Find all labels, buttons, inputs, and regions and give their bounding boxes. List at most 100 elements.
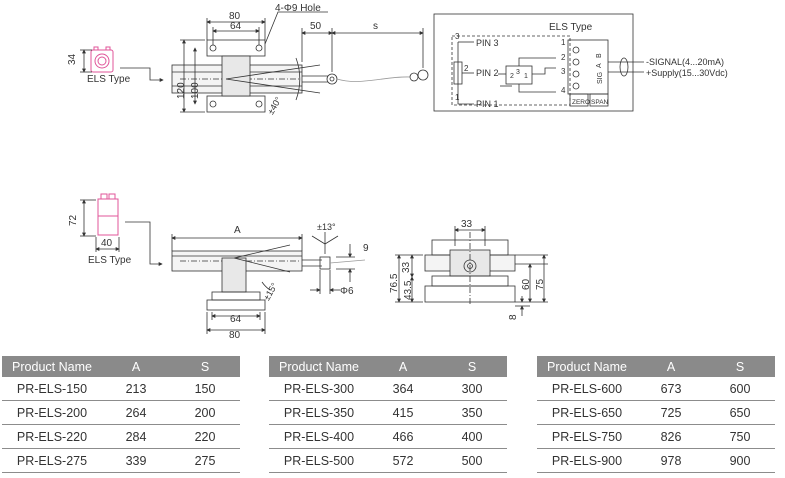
col-a: A xyxy=(102,356,170,377)
dim-43-5: 43.5 xyxy=(403,280,414,300)
cell-a: 284 xyxy=(102,424,170,449)
col-a: A xyxy=(369,356,437,377)
cell-name: PR-ELS-350 xyxy=(269,400,369,425)
dim-50: 50 xyxy=(310,21,322,32)
cell-name: PR-ELS-500 xyxy=(269,448,369,473)
cell-a: 673 xyxy=(637,377,705,401)
col-product-name: Product Name xyxy=(269,356,369,377)
dim-76-5: 76.5 xyxy=(389,273,400,293)
side-view: 72 40 ELS Type A ±15° 64 80 xyxy=(68,193,369,341)
col-s: S xyxy=(705,356,775,377)
cell-name: PR-ELS-200 xyxy=(2,400,102,425)
col-s: S xyxy=(437,356,507,377)
terminal-2: 2 xyxy=(561,53,566,62)
cell-s: 900 xyxy=(705,448,775,473)
cell-name: PR-ELS-650 xyxy=(537,400,637,425)
dim-40-side: 40 xyxy=(101,238,113,249)
cell-name: PR-ELS-400 xyxy=(269,424,369,449)
pin3-label: PIN 3 xyxy=(476,38,499,48)
col-s: S xyxy=(170,356,240,377)
cell-s: 500 xyxy=(437,448,507,473)
supply-label: +Supply(15...30Vdc) xyxy=(646,68,728,78)
cell-a: 213 xyxy=(102,377,170,401)
cell-a: 415 xyxy=(369,400,437,425)
cell-a: 725 xyxy=(637,400,705,425)
dim-33-vert: 33 xyxy=(401,261,412,273)
cell-s: 750 xyxy=(705,424,775,449)
col-product-name: Product Name xyxy=(537,356,637,377)
cell-name: PR-ELS-150 xyxy=(2,377,102,401)
cell-s: 200 xyxy=(170,400,240,425)
table-header: Product Name A S xyxy=(269,356,507,377)
cell-a: 466 xyxy=(369,424,437,449)
cell-name: PR-ELS-300 xyxy=(269,377,369,401)
chip-pin-2: 2 xyxy=(510,73,514,80)
terminal-3: 3 xyxy=(561,67,566,76)
cell-name: PR-ELS-900 xyxy=(537,448,637,473)
cell-s: 150 xyxy=(170,377,240,401)
table-header: Product Name A S xyxy=(2,356,240,377)
dim-60: 60 xyxy=(521,278,532,290)
chip-pin-1: 1 xyxy=(524,73,528,80)
els-connector-top xyxy=(90,46,114,73)
dim-phi6: Φ6 xyxy=(340,286,354,297)
col-a: A xyxy=(637,356,705,377)
pot-node-3: 3 xyxy=(455,32,460,41)
dim-100: 100 xyxy=(190,82,201,99)
table-header: Product Name A S xyxy=(537,356,775,377)
els-type-label-top: ELS Type xyxy=(87,74,131,85)
cell-name: PR-ELS-750 xyxy=(537,424,637,449)
signal-label: -SIGNAL(4...20mA) xyxy=(646,57,724,67)
dim-120: 120 xyxy=(176,82,187,99)
col-product-name: Product Name xyxy=(2,356,102,377)
cell-a: 978 xyxy=(637,448,705,473)
cell-name: PR-ELS-600 xyxy=(537,377,637,401)
dim-a: A xyxy=(234,225,241,236)
els-type-label-side: ELS Type xyxy=(88,255,132,266)
cell-name: PR-ELS-220 xyxy=(2,424,102,449)
cell-s: 300 xyxy=(437,377,507,401)
cell-s: 400 xyxy=(437,424,507,449)
cell-s: 275 xyxy=(170,448,240,473)
chip-pin-3: 3 xyxy=(516,69,520,76)
dim-72: 72 xyxy=(68,214,79,226)
pin2-label: PIN 2 xyxy=(476,68,499,78)
cell-a: 264 xyxy=(102,400,170,425)
top-view: 34 ELS Type 80 64 4-Φ9 xyxy=(67,3,429,116)
angle-13: ±13° xyxy=(317,222,336,232)
dim-33-top: 33 xyxy=(461,219,473,230)
els-connector-side xyxy=(97,193,119,236)
angle-15: ±15° xyxy=(262,281,280,302)
pot-node-1: 1 xyxy=(455,93,460,102)
cell-s: 220 xyxy=(170,424,240,449)
dim-64-top: 64 xyxy=(230,21,242,32)
wiring-title: ELS Type xyxy=(549,22,593,33)
terminal-b: B xyxy=(596,53,603,58)
cell-a: 339 xyxy=(102,448,170,473)
zero-label: ZERO xyxy=(572,99,590,106)
cell-a: 826 xyxy=(637,424,705,449)
terminal-4: 4 xyxy=(561,86,566,95)
dim-s: s xyxy=(373,21,378,32)
dim-64-side: 64 xyxy=(230,314,242,325)
wiring-diagram: ELS Type 3 2 1 PIN 3 PIN 2 PIN 1 2 3 1 1… xyxy=(433,13,728,112)
terminal-a: A xyxy=(596,63,603,68)
pot-node-2: 2 xyxy=(464,64,469,73)
dim-9: 9 xyxy=(363,243,369,254)
dim-75: 75 xyxy=(535,278,546,290)
hole-label: 4-Φ9 Hole xyxy=(275,3,321,14)
cell-name: PR-ELS-275 xyxy=(2,448,102,473)
span-label: SPAN xyxy=(591,99,609,106)
cell-s: 650 xyxy=(705,400,775,425)
